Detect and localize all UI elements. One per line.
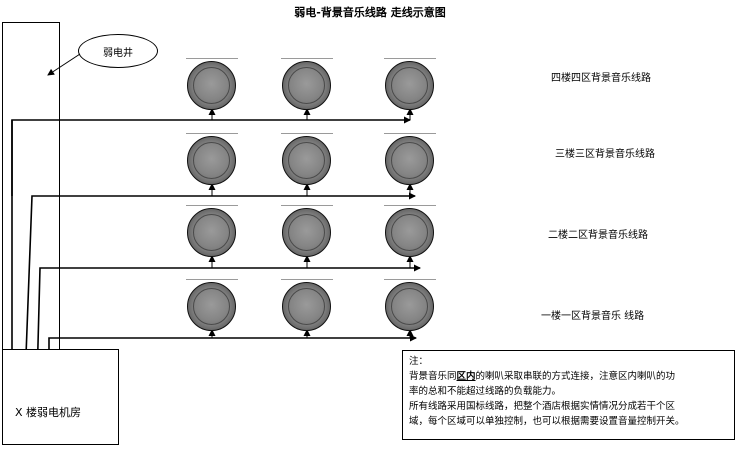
speaker-icon [186, 279, 238, 331]
speaker-icon [281, 133, 333, 185]
page-title: 弱电-背景音乐线路 走线示意图 [294, 6, 446, 19]
speaker-icon [186, 205, 238, 257]
speaker-icon [384, 205, 436, 257]
note-heading: 注： [409, 356, 429, 367]
speaker-icon [384, 279, 436, 331]
zone-2-label: 二楼二区背景音乐线路 [548, 230, 648, 241]
speaker-icon [186, 58, 238, 110]
zone-3-feed [24, 183, 416, 383]
speaker-icon [384, 58, 436, 110]
zone-1-label: 一楼一区背景音乐 线路 [541, 311, 645, 322]
note-line-4: 域，每个区域可以单独控制，也可以根据需要设置音量控制开关。 [409, 416, 685, 427]
zone-3-label: 三楼三区背景音乐线路 [555, 149, 655, 160]
note-line-1-pre: 背景音乐同 [409, 371, 457, 382]
speaker-icon [281, 279, 333, 331]
machine-room-label: X 楼弱电机房 [15, 406, 82, 419]
note-line-1: 背景音乐同区内的喇叭采取串联的方式连接，注意区内喇叭的功 [409, 369, 728, 384]
note-line-2: 率的总和不能超过线路的负载能力。 [409, 386, 562, 397]
speaker-icon [384, 133, 436, 185]
callout-pointer-arrow [47, 53, 81, 76]
speaker-icon [281, 58, 333, 110]
zone-2-feed [36, 255, 421, 383]
note-box: 注： 背景音乐同区内的喇叭采取串联的方式连接，注意区内喇叭的功 率的总和不能超过… [402, 350, 735, 440]
zone-4-feed [11, 108, 414, 382]
speaker-icon [186, 133, 238, 185]
machine-room: X 楼弱电机房 [2, 349, 119, 445]
note-line-1-post: 的喇叭采取串联的方式连接，注意区内喇叭的功 [475, 371, 676, 382]
note-line-3: 所有线路采用国标线路，把整个酒店根据实情情况分成若干个区 [409, 401, 676, 412]
speaker-icon [281, 205, 333, 257]
zone-4-label: 四楼四区背景音乐线路 [551, 73, 651, 84]
shaft-callout-label: 弱电井 [103, 47, 133, 59]
shaft-callout: 弱电井 [78, 34, 158, 68]
note-highlight: 区内 [456, 371, 476, 382]
